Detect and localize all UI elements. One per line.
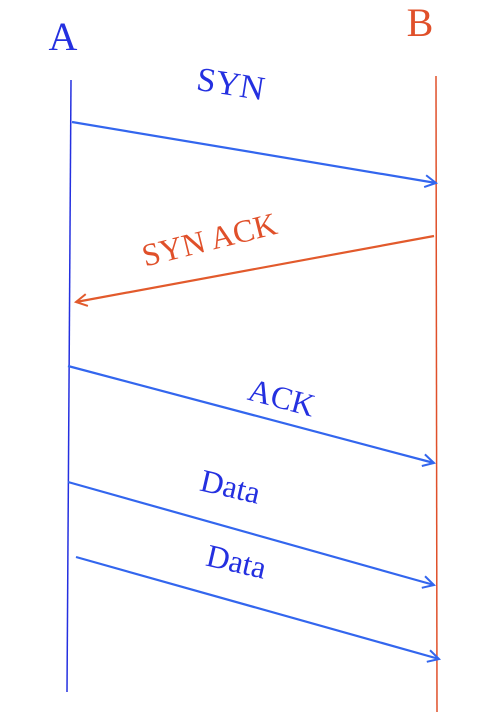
message-label-syn: SYN <box>194 61 267 108</box>
message-arrow-data-2 <box>75 555 439 659</box>
message-arrow-ack <box>67 364 434 463</box>
message-arrow-syn <box>71 120 436 183</box>
participant-a-label: A <box>49 14 78 59</box>
message-label-data-1: Data <box>197 462 264 511</box>
message-label-syn-ack: SYN ACK <box>138 205 280 273</box>
lifeline-a <box>66 79 72 693</box>
message-arrow-data-1 <box>67 480 434 585</box>
message-label-data-2: Data <box>203 537 270 586</box>
participant-b-label: B <box>407 0 434 45</box>
lifeline-b <box>435 75 438 713</box>
message-arrow-syn-ack <box>76 234 435 302</box>
